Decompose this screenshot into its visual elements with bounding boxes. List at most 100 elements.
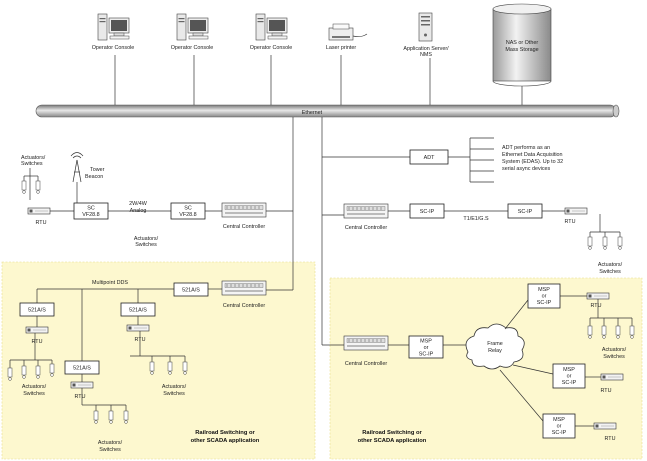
rtu1-label: RTU [591, 303, 602, 309]
application-server-label-1: Application Server/ [403, 46, 449, 52]
t1-link-label: T1/E1/G.S [463, 216, 489, 222]
frame-relay-cloud-icon [465, 323, 525, 370]
box-521-b-label: 521A/S [73, 366, 91, 372]
application-server-label-2: NMS [420, 52, 432, 58]
box-521-c-label: 521A/S [129, 308, 147, 314]
msp-box-2 [552, 363, 586, 389]
left-actuators2-label-1: Actuators/ [134, 236, 159, 242]
act-c-label-2: Switches [163, 391, 185, 397]
switches-b-icon [81, 388, 129, 424]
nas-label-1: NAS or Other [506, 40, 539, 46]
scip-1-label: SC-IP [420, 209, 435, 215]
left-caption-2: other SCADA application [191, 438, 260, 444]
multipoint-dds-label: Multipoint DDS [92, 280, 128, 286]
left-actuators-label-2: Switches [21, 161, 43, 167]
right-zone-switches-icon [587, 299, 635, 339]
msp-main-box [408, 335, 444, 359]
msp-box-3 [542, 413, 576, 439]
left-switches-icon [21, 168, 41, 200]
msp-box-1 [527, 283, 561, 309]
left-rtu-icon [27, 207, 51, 215]
rtu2-icon [600, 373, 624, 381]
rtu1-icon [586, 292, 610, 300]
analog-link-label-2: Analog [130, 208, 147, 214]
right-switches-icon [587, 214, 623, 250]
operator-console-1 [97, 13, 130, 41]
msp-main-l1: MSP [420, 339, 432, 345]
box-521-top [173, 282, 209, 297]
box-521-a-label: 521A/S [28, 308, 46, 314]
rtu3-label: RTU [605, 436, 616, 442]
scip-2-label: SC-IP [518, 209, 533, 215]
msp1-l1: MSP [538, 287, 550, 293]
right-rtu-label: RTU [565, 219, 576, 225]
operator-console-1-label: Operator Console [92, 45, 135, 51]
sc-vf28-2-l2: VF28.8 [179, 212, 196, 218]
nas-label-2: Mass Storage [505, 47, 538, 53]
rtu-a-label: RTU [32, 339, 43, 345]
right-zone-central-controller-icon [343, 335, 389, 351]
act-b-label-2: Switches [99, 447, 121, 453]
rtu-c-icon [126, 324, 150, 332]
left-central-controller-icon [221, 202, 267, 218]
rtu3-icon [593, 422, 617, 430]
sc-vf28-1-l2: VF28.8 [82, 212, 99, 218]
ethernet-label: Ethernet [302, 110, 323, 116]
rtu-a-icon [25, 326, 49, 334]
msp1-l2: or [542, 294, 547, 300]
right-zone-act-label-2: Switches [603, 354, 625, 360]
laser-printer-label: Laser printer [326, 45, 356, 51]
right-zone-central-controller-label: Central Controller [345, 361, 387, 367]
msp3-l3: SC-IP [552, 430, 567, 436]
right-scada-zone [329, 277, 643, 460]
act-a-label-2: Switches [23, 391, 45, 397]
left-rtu-label: RTU [36, 220, 47, 226]
msp2-l1: MSP [563, 367, 575, 373]
ethernet-bus [35, 104, 620, 118]
msp2-l2: or [567, 374, 572, 380]
left-scada-zone [1, 261, 316, 460]
left-caption-1: Railroad Switching or [195, 430, 255, 436]
operator-console-2-label: Operator Console [171, 45, 214, 51]
frame-relay-label-1: Frame [487, 341, 503, 347]
tower-beacon-icon [70, 152, 84, 183]
nas-storage-icon [492, 3, 552, 87]
right-rtu-icon [564, 207, 588, 215]
frame-relay-label-2: Relay [488, 348, 502, 354]
operator-console-2 [176, 13, 209, 41]
adt-label: ADT [424, 155, 435, 161]
adt-note-2: Ethernet Data Acquisition [502, 152, 563, 158]
right-actuators-label-2: Switches [599, 269, 621, 275]
msp-main-l3: SC-IP [419, 352, 434, 358]
sc-vf28-1-l1: SC [87, 206, 95, 212]
left-central-controller-label: Central Controller [223, 224, 265, 230]
box-521-top-label: 521A/S [182, 288, 200, 294]
adt-serial-lines [469, 137, 494, 183]
tower-label-2: Beacon [85, 174, 103, 180]
analog-link-label-1: 2W/4W [129, 201, 148, 207]
msp2-l3: SC-IP [562, 380, 577, 386]
right-caption-1: Railroad Switching or [362, 430, 422, 436]
operator-console-3-label: Operator Console [250, 45, 293, 51]
rtu-b-icon [70, 381, 94, 389]
laser-printer-icon [328, 23, 368, 41]
msp3-l1: MSP [553, 417, 565, 423]
left-actuators2-label-2: Switches [135, 242, 157, 248]
rtu2-label: RTU [601, 388, 612, 394]
msp-main-l2: or [424, 345, 429, 351]
right-zone-act-label-1: Actuators/ [602, 347, 627, 353]
msp1-l3: SC-IP [537, 300, 552, 306]
msp3-l2: or [557, 424, 562, 430]
rtu-b-label: RTU [75, 394, 86, 400]
left-zone-central-controller-icon [221, 280, 267, 296]
right-actuators-label-1: Actuators/ [598, 262, 623, 268]
act-b-label-1: Actuators/ [98, 440, 123, 446]
act-c-label-1: Actuators/ [162, 384, 187, 390]
act-a-label-1: Actuators/ [22, 384, 47, 390]
adt-note-3: System (EDAS). Up to 32 [502, 159, 563, 165]
adt-note-1: ADT performs as an [502, 145, 550, 151]
right-central-controller-label: Central Controller [345, 225, 387, 231]
sc-vf28-2-l1: SC [184, 206, 192, 212]
switches-a-icon [7, 333, 55, 381]
